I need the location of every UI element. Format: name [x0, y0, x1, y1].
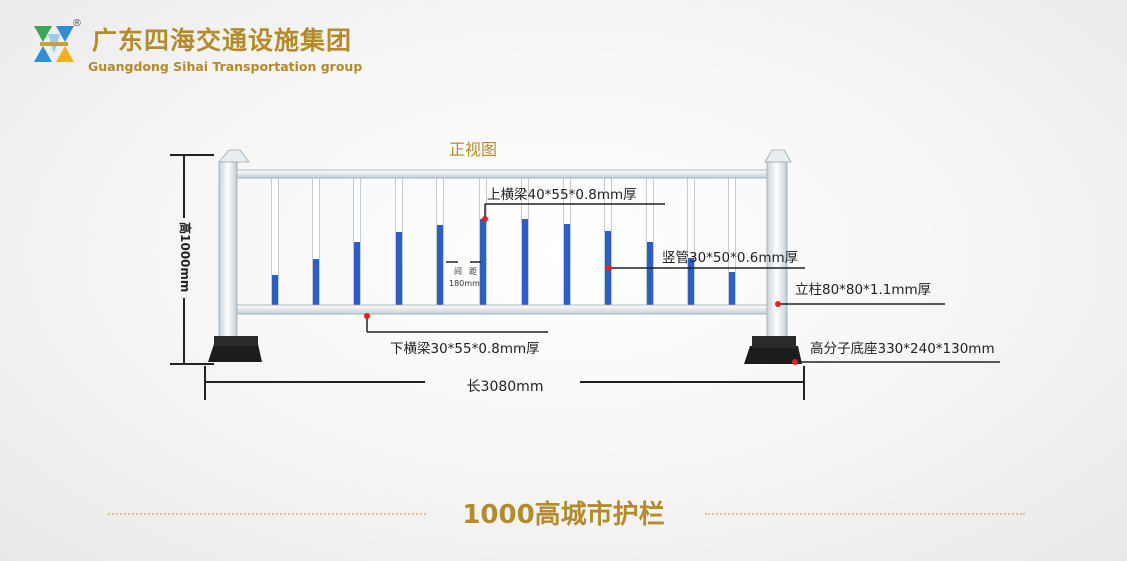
- left-post: [208, 149, 262, 362]
- vertical-tube-blue-band: [272, 275, 278, 306]
- vertical-tube-blue-band: [522, 219, 528, 306]
- vertical-tube-blue-band: [729, 272, 735, 306]
- spacing-value: 180mm: [449, 279, 480, 288]
- company-name-en: Guangdong Sihai Transportation group: [88, 59, 363, 74]
- bottom-beam-label: 下横梁30*55*0.8mm厚: [390, 341, 540, 357]
- vertical-tube-blue-band: [564, 224, 570, 306]
- footer-divider-right: [705, 513, 1025, 515]
- company-name-cn: 广东四海交通设施集团: [92, 26, 353, 55]
- footer-divider-left: [108, 513, 426, 515]
- top-beam: [231, 169, 778, 179]
- vertical-tube-blue-band: [647, 242, 653, 306]
- vertical-tube-blue-band: [354, 242, 360, 306]
- length-dimension: [204, 366, 805, 400]
- height-dimension: [170, 154, 214, 365]
- vertical-tube-blue-band: [688, 258, 694, 306]
- right-post: [744, 149, 802, 364]
- height-label: 高1000mm: [178, 222, 193, 292]
- bottom-beam: [231, 304, 778, 315]
- product-title: 1000高城市护栏: [462, 500, 665, 530]
- callout-post: [775, 301, 945, 307]
- vertical-tubes: [271, 177, 736, 307]
- length-label: 长3080mm: [467, 379, 544, 395]
- vertical-tube-blue-band: [396, 232, 402, 306]
- registered-mark: ®: [72, 18, 82, 29]
- base-label: 高分子底座330*240*130mm: [810, 340, 995, 357]
- vertical-tube-label: 竖管30*50*0.6mm厚: [662, 250, 798, 266]
- callout-bottom-beam: [364, 313, 548, 333]
- callout-top-beam: [482, 203, 665, 222]
- vertical-tube-blue-band: [437, 225, 443, 306]
- spacing-label-2: 距: [469, 267, 477, 276]
- logo-icon: [34, 26, 74, 62]
- post-label: 立柱80*80*1.1mm厚: [795, 282, 931, 298]
- vertical-tube-blue-band: [480, 219, 486, 306]
- view-title: 正视图: [449, 140, 497, 159]
- top-beam-label: 上横梁40*55*0.8mm厚: [487, 187, 637, 203]
- callout-vertical-tube: [606, 265, 805, 271]
- spacing-label-1: 间: [454, 267, 462, 276]
- callout-base: [792, 359, 1000, 365]
- vertical-tube-blue-band: [313, 259, 319, 306]
